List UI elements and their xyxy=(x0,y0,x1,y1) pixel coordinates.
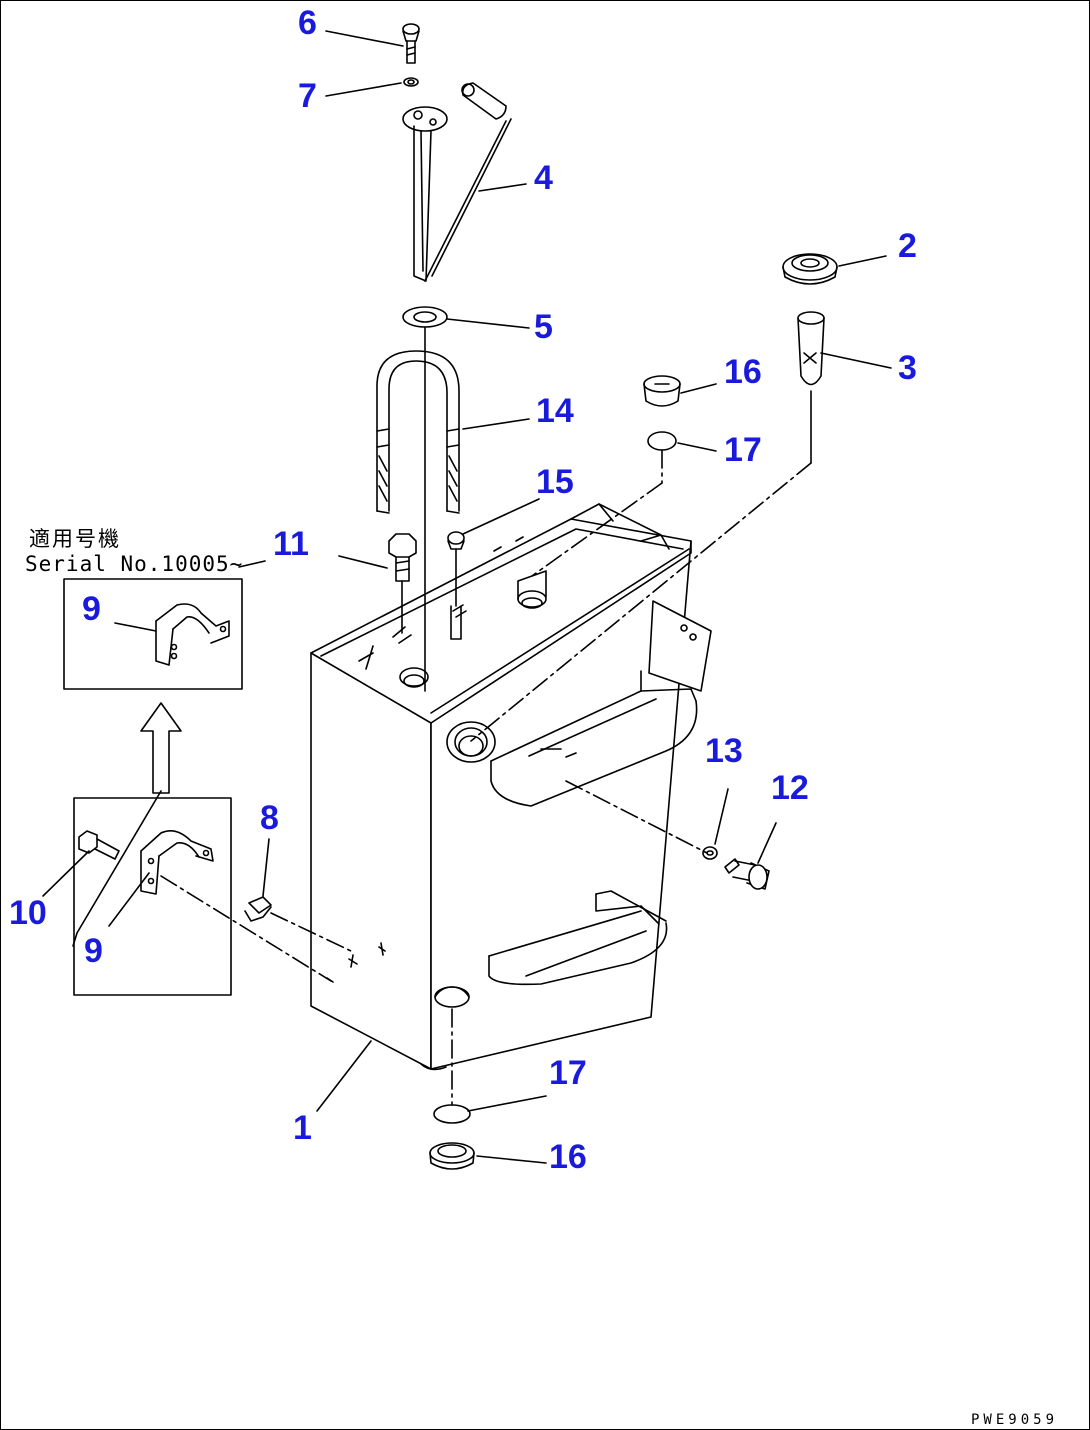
callout-9-lower: 9 xyxy=(84,932,103,970)
lower-step xyxy=(488,890,668,986)
callout-10: 10 xyxy=(9,894,47,932)
u-bolt xyxy=(376,350,460,514)
callout-5: 5 xyxy=(534,308,553,346)
bracket-inset xyxy=(155,603,230,666)
screw-and-washer xyxy=(402,23,420,87)
callout-15: 15 xyxy=(536,463,574,501)
callout-2: 2 xyxy=(898,227,917,265)
callout-11: 11 xyxy=(273,525,309,563)
seal-upper xyxy=(647,431,677,451)
bolt-15 xyxy=(447,531,465,640)
callout-17-upper: 17 xyxy=(724,431,762,469)
tank-body xyxy=(310,503,692,1071)
callout-12: 12 xyxy=(771,769,809,807)
callout-7: 7 xyxy=(298,77,317,115)
callout-16-lower: 16 xyxy=(549,1138,587,1176)
fuel-gauge-sender xyxy=(402,82,512,282)
bolt-11 xyxy=(388,533,417,634)
callout-8: 8 xyxy=(260,799,279,837)
inset-frames xyxy=(63,578,243,996)
seal-lower xyxy=(433,1104,471,1124)
plug-lower xyxy=(429,1142,475,1170)
callout-3: 3 xyxy=(898,349,917,387)
washer-13 xyxy=(702,846,718,860)
bracket-lower xyxy=(140,830,214,895)
centerlines xyxy=(160,449,812,1106)
callout-6: 6 xyxy=(298,4,317,42)
plug-upper xyxy=(643,375,681,407)
strainer xyxy=(797,311,825,464)
bolt-10 xyxy=(78,830,120,860)
callout-4: 4 xyxy=(534,159,553,197)
leader-lines xyxy=(42,30,892,1164)
bolt-12 xyxy=(724,858,770,890)
drawing-id: PWE9059 xyxy=(971,1412,1059,1428)
callout-1: 1 xyxy=(293,1109,312,1147)
clip-8 xyxy=(244,896,272,922)
serial-note-number: Serial No.10005~ xyxy=(25,552,244,576)
upper-step xyxy=(490,600,712,807)
callout-14: 14 xyxy=(536,392,574,430)
callout-9-inset: 9 xyxy=(82,590,101,628)
filler-cap xyxy=(782,253,838,285)
callout-17-lower: 17 xyxy=(549,1054,587,1092)
serial-note-title: 適用号機 xyxy=(29,527,121,551)
callout-16-upper: 16 xyxy=(724,353,762,391)
callout-13: 13 xyxy=(705,732,743,770)
gasket xyxy=(402,306,448,692)
